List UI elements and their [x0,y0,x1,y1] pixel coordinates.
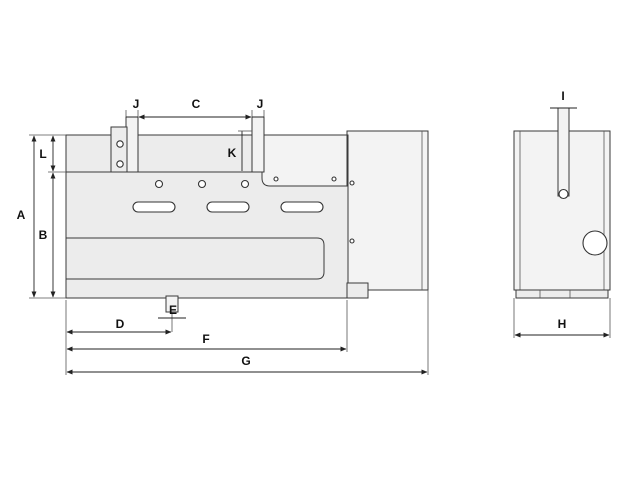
label-H: H [558,317,567,331]
side-view [513,107,611,299]
label-L: L [39,147,46,161]
label-B: B [39,228,48,242]
slot [132,201,176,213]
label-F: F [202,332,209,346]
dimension-labels: A B C D E F G H I J J K L [17,89,567,368]
label-I: I [561,89,564,103]
label-J-right: J [257,97,264,111]
label-C: C [192,97,201,111]
bracket-right [251,116,265,173]
long-slot [66,237,325,280]
label-J-left: J [133,97,140,111]
label-G: G [241,354,250,368]
label-K: K [228,146,237,160]
side-base [515,289,609,299]
mount-hole [240,179,250,189]
side-port [582,230,608,256]
cover-plate [261,134,348,187]
rear-housing [346,130,429,291]
slot [280,201,324,213]
bracket-left [125,116,139,173]
label-D: D [116,317,125,331]
slot [206,201,250,213]
label-A: A [17,208,26,222]
mount-hole [154,179,164,189]
mount-hole [197,179,207,189]
side-post [557,107,570,197]
front-view [65,116,429,313]
label-E: E [169,303,177,317]
dimension-lines [29,107,611,375]
base-foot [346,282,369,299]
